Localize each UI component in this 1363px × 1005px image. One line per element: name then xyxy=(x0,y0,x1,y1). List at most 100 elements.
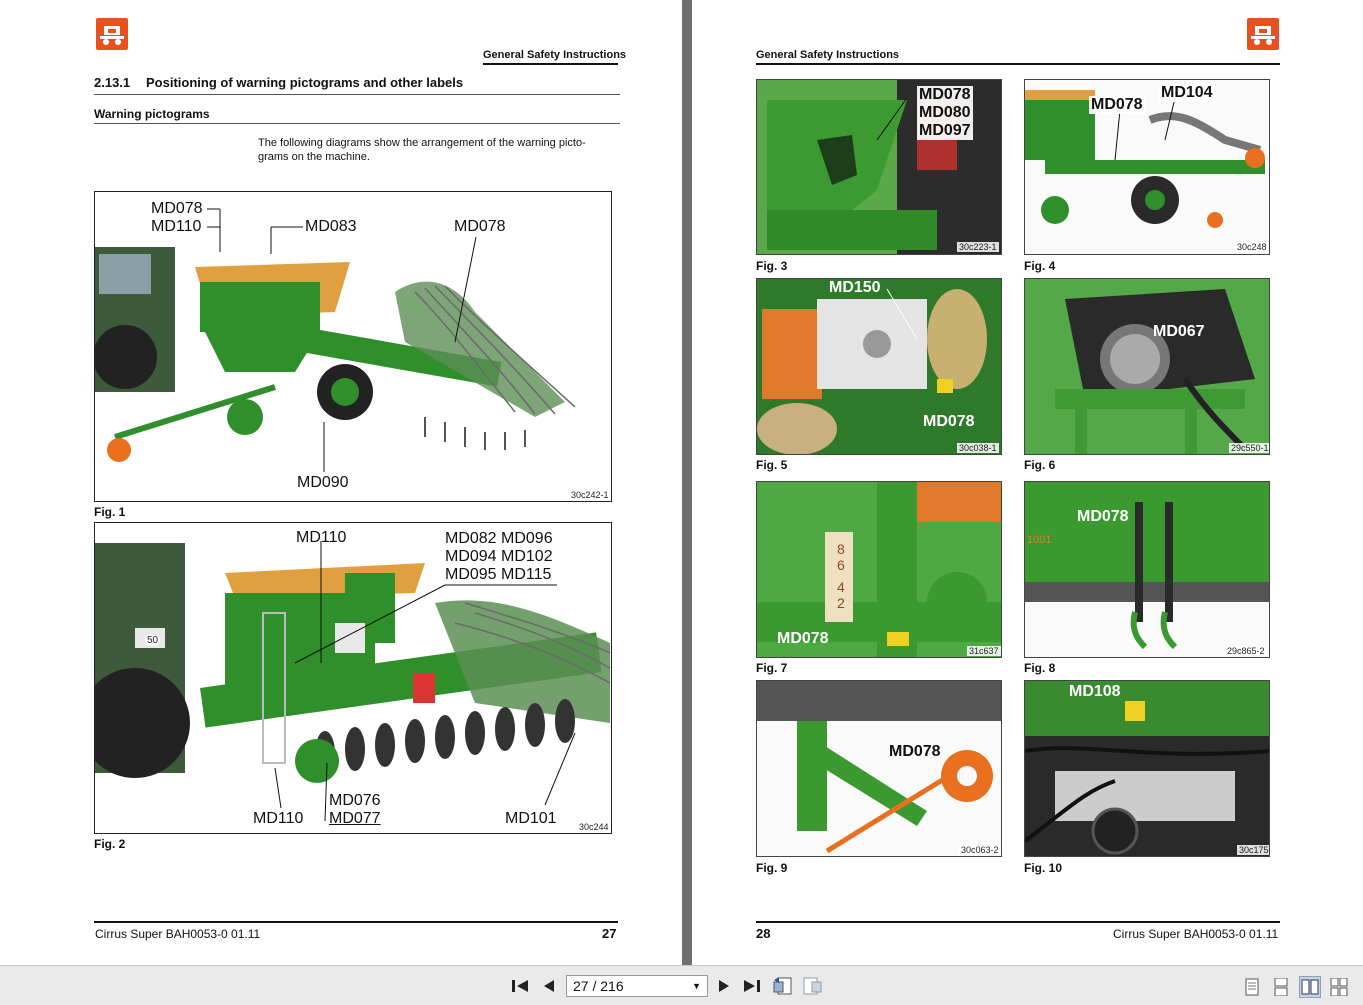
photo-fig-7: 8 6 4 2 MD078 31c637 xyxy=(756,481,1002,658)
fig7-caption: Fig. 7 xyxy=(756,661,788,675)
first-page-icon[interactable] xyxy=(508,974,532,998)
section-number: 2.13.1 xyxy=(94,75,131,90)
section-heading: 2.13.1 Positioning of warning pictograms … xyxy=(94,75,463,90)
fig6-caption: Fig. 6 xyxy=(1024,458,1056,472)
page-28: General Safety Instructions MD078 MD080 … xyxy=(692,0,1363,965)
fig1-label-md078-right: MD078 xyxy=(454,218,506,235)
fig7-label: MD078 xyxy=(777,630,829,647)
intro-paragraph: The following diagrams show the arrangem… xyxy=(258,136,618,164)
photo-content xyxy=(757,80,1001,254)
document-viewport[interactable]: General Safety Instructions 2.13.1 Positi… xyxy=(0,0,1363,965)
photo-content xyxy=(1025,482,1269,657)
fig1-caption: Fig. 1 xyxy=(94,505,126,519)
fig1-label-md090: MD090 xyxy=(297,474,349,491)
single-page-icon[interactable] xyxy=(1241,976,1263,998)
previous-view-icon[interactable] xyxy=(771,974,795,998)
fig4-caption: Fig. 4 xyxy=(1024,259,1056,273)
fig8-label: MD078 xyxy=(1077,508,1129,525)
section-title: Positioning of warning pictograms and ot… xyxy=(146,75,464,90)
photo-fig-4: MD078 MD104 30c248 xyxy=(1024,79,1270,255)
photo-content xyxy=(1025,80,1269,254)
fig4-label: MD104 xyxy=(1159,84,1215,102)
fig3-caption: Fig. 3 xyxy=(756,259,788,273)
page-number: 28 xyxy=(756,926,771,941)
fig7-mark: 2 xyxy=(837,595,845,611)
page-number: 27 xyxy=(602,926,617,941)
footer-rule xyxy=(94,921,618,923)
photo-fig-5: MD150 MD078 30c038-1 xyxy=(756,278,1002,455)
fig9-code: 30c063-2 xyxy=(959,845,1001,855)
fig2-label-group-line3: MD095 MD115 xyxy=(445,566,552,583)
figure-2: MD110 MD082 MD096 MD094 MD102 MD095 MD11… xyxy=(94,522,612,834)
fig9-caption: Fig. 9 xyxy=(756,861,788,875)
subheading-rule xyxy=(94,123,620,124)
fig3-label: MD080 xyxy=(917,104,973,122)
fig2-label-md110-bottom: MD110 xyxy=(253,810,304,827)
seed-drill-illustration xyxy=(95,541,611,822)
fig10-caption: Fig. 10 xyxy=(1024,861,1063,875)
amazone-logo-icon xyxy=(1247,18,1279,50)
fig5-caption: Fig. 5 xyxy=(756,458,788,472)
page-number-value: 27 / 216 xyxy=(573,978,624,994)
prev-page-icon[interactable] xyxy=(537,974,561,998)
fig2-code: 30c244 xyxy=(577,822,611,832)
fig5-label: MD078 xyxy=(923,413,975,430)
continuous-icon[interactable] xyxy=(1270,976,1292,998)
intro-line: The following diagrams show the arrangem… xyxy=(258,137,586,149)
photo-content xyxy=(757,279,1001,454)
seed-drill-illustration xyxy=(95,208,576,472)
fig8-code: 29c865-2 xyxy=(1225,646,1267,656)
photo-content xyxy=(757,482,1001,657)
fig4-code: 30c248 xyxy=(1235,242,1269,252)
photo-fig-10: MD108 30c175 xyxy=(1024,680,1270,857)
head-rule xyxy=(756,63,1280,65)
fig10-label: MD108 xyxy=(1069,683,1121,700)
facing-icon[interactable] xyxy=(1299,976,1321,998)
footer-title: Cirrus Super BAH0053-0 01.11 xyxy=(95,927,261,941)
running-head: General Safety Instructions xyxy=(483,49,627,61)
fig3-code: 30c223-1 xyxy=(957,242,999,252)
fig1-code: 30c242-1 xyxy=(569,490,611,500)
chevron-down-icon[interactable]: ▼ xyxy=(692,981,701,991)
fig6-code: 29c550-1 xyxy=(1229,443,1269,453)
fig6-label: MD067 xyxy=(1153,323,1205,340)
fig5-code: 30c038-1 xyxy=(957,443,999,453)
photo-content xyxy=(1025,279,1269,454)
fig7-mark: 6 xyxy=(837,557,845,573)
last-page-icon[interactable] xyxy=(740,974,764,998)
fig2-label-md110-top: MD110 xyxy=(296,529,347,546)
fig5-label: MD150 xyxy=(829,279,881,296)
photo-fig-9: MD078 30c063-2 xyxy=(756,680,1002,857)
fig9-label: MD078 xyxy=(889,743,941,760)
amazone-logo-icon xyxy=(96,18,128,50)
fig1-label-md078: MD078 xyxy=(151,200,203,217)
head-rule xyxy=(483,63,618,65)
fig2-label-md101: MD101 xyxy=(505,810,557,827)
photo-content xyxy=(757,681,1001,856)
photo-fig-6: MD067 29c550-1 xyxy=(1024,278,1270,455)
next-view-icon[interactable] xyxy=(800,974,824,998)
subheading: Warning pictograms xyxy=(94,107,210,121)
fig2-label-md077: MD077 xyxy=(329,810,381,827)
fig7-code: 31c637 xyxy=(967,646,1001,656)
next-page-icon[interactable] xyxy=(712,974,736,998)
fig3-label: MD078 xyxy=(917,86,973,104)
fig2-label-group-line1: MD082 MD096 xyxy=(445,530,553,547)
running-head: General Safety Instructions xyxy=(756,49,900,61)
page-number-input[interactable]: 27 / 216 ▼ xyxy=(566,975,708,997)
fig7-mark: 4 xyxy=(837,579,845,595)
fig2-label-md076: MD076 xyxy=(329,792,381,809)
fig3-label: MD097 xyxy=(917,122,973,140)
speed-badge: 50 xyxy=(145,635,161,646)
fig8-caption: Fig. 8 xyxy=(1024,661,1056,675)
intro-line: grams on the machine. xyxy=(258,151,370,163)
photo-fig-3: MD078 MD080 MD097 30c223-1 xyxy=(756,79,1002,255)
fig2-label-group-line2: MD094 MD102 xyxy=(445,548,553,565)
continuous-facing-icon[interactable] xyxy=(1328,976,1350,998)
photo-content xyxy=(1025,681,1269,856)
fig10-code: 30c175 xyxy=(1237,845,1269,855)
figure-1: MD078 MD110 MD083 MD078 MD090 30c242-1 xyxy=(94,191,612,502)
fig2-caption: Fig. 2 xyxy=(94,837,126,851)
fig7-mark: 8 xyxy=(837,541,845,557)
photo-fig-8: MD078 1001 29c865-2 xyxy=(1024,481,1270,658)
